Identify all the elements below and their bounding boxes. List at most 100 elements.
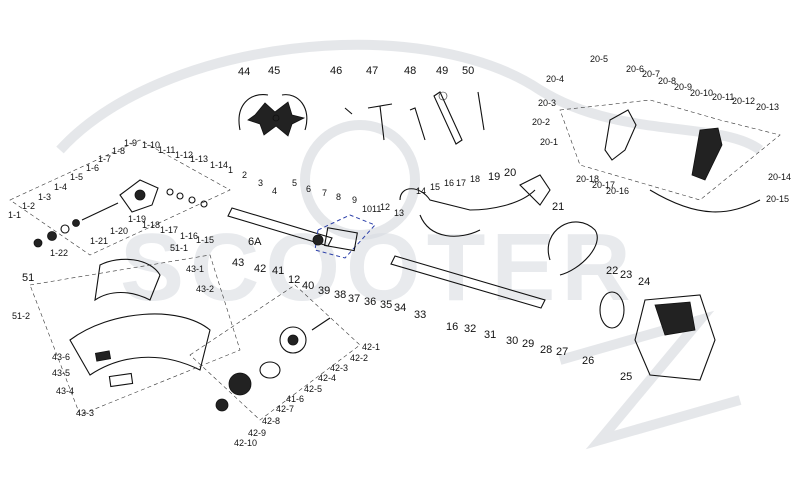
guard-extension-51 bbox=[94, 258, 161, 302]
callout-8: 8 bbox=[336, 192, 341, 202]
callout-30: 30 bbox=[506, 335, 518, 347]
accessory-guard-44 bbox=[238, 94, 308, 131]
callout-20-9: 20-9 bbox=[674, 82, 692, 92]
callout-38: 38 bbox=[334, 289, 346, 301]
callout-36: 36 bbox=[364, 296, 376, 308]
shoulder-strap-21 bbox=[547, 221, 598, 276]
callout-20-6: 20-6 bbox=[626, 64, 644, 74]
callout-20-3: 20-3 bbox=[538, 98, 556, 108]
callout-1-12: 1-12 bbox=[175, 150, 193, 160]
callout-29: 29 bbox=[522, 338, 534, 350]
watermark: SCOOTER bbox=[56, 39, 763, 450]
callout-34: 34 bbox=[394, 302, 406, 314]
engine-25 bbox=[599, 291, 716, 381]
callout-2: 2 bbox=[242, 170, 247, 180]
callout-43-4: 43-4 bbox=[56, 386, 74, 396]
callout-22: 22 bbox=[606, 265, 618, 277]
callout-50: 50 bbox=[462, 65, 474, 77]
callout-20-11: 20-11 bbox=[712, 92, 734, 102]
callout-43-1: 43-1 bbox=[186, 264, 204, 274]
callout-43-6: 43-6 bbox=[52, 352, 70, 362]
trimmer-head-42 bbox=[215, 317, 331, 412]
bike-handle bbox=[399, 174, 551, 237]
callout-42-3: 42-3 bbox=[330, 363, 348, 373]
callout-42-4: 42-4 bbox=[318, 373, 336, 383]
callout-7: 7 bbox=[322, 188, 327, 198]
callout-20-13: 20-13 bbox=[756, 102, 779, 112]
callout-51: 51 bbox=[22, 272, 34, 284]
callout-20-17: 20-17 bbox=[592, 180, 615, 190]
callout-12b: 12 bbox=[288, 274, 300, 286]
trimmer-head-group-frame bbox=[189, 284, 361, 421]
blade-45 bbox=[247, 101, 306, 137]
callout-1-17: 1-17 bbox=[160, 225, 178, 235]
callout-45: 45 bbox=[268, 65, 280, 77]
callout-1-21: 1-21 bbox=[90, 236, 108, 246]
callout-42-10: 42-10 bbox=[234, 438, 257, 448]
callout-1-20: 1-20 bbox=[110, 226, 128, 236]
callout-20-7: 20-7 bbox=[642, 69, 660, 79]
callout-20-5: 20-5 bbox=[590, 54, 608, 64]
throttle-cable bbox=[649, 189, 761, 213]
callout-9: 9 bbox=[352, 195, 357, 205]
callout-31: 31 bbox=[484, 329, 496, 341]
callout-1-4: 1-4 bbox=[54, 182, 67, 192]
callout-28: 28 bbox=[540, 344, 552, 356]
callout-42: 42 bbox=[254, 263, 266, 275]
callout-1-9: 1-9 bbox=[124, 138, 137, 148]
callout-20-1: 20-1 bbox=[540, 137, 558, 147]
callout-3: 3 bbox=[258, 178, 263, 188]
callout-20-4: 20-4 bbox=[546, 74, 564, 84]
callout-1-16: 1-16 bbox=[180, 231, 198, 241]
callout-40: 40 bbox=[302, 280, 314, 292]
callout-1-5: 1-5 bbox=[70, 172, 83, 182]
callout-20-2: 20-2 bbox=[532, 117, 550, 127]
callout-1-1: 1-1 bbox=[8, 210, 21, 220]
guard-43 bbox=[69, 313, 211, 388]
pin-46 bbox=[344, 107, 353, 115]
callout-43: 43 bbox=[232, 257, 244, 269]
clamp-parts bbox=[312, 227, 358, 252]
callout-18: 18 bbox=[470, 174, 480, 184]
callout-1-19: 1-19 bbox=[128, 214, 146, 224]
callout-17: 17 bbox=[456, 178, 466, 188]
callout-20-12: 20-12 bbox=[732, 96, 755, 106]
gearhead-group-frame bbox=[9, 139, 231, 256]
callout-23: 23 bbox=[620, 269, 632, 281]
callout-51-1: 51-1 bbox=[170, 243, 188, 253]
callout-1-13: 1-13 bbox=[190, 154, 208, 164]
callout-16b: 16 bbox=[446, 321, 458, 333]
callout-1-18: 1-18 bbox=[142, 220, 160, 230]
callout-43-3: 43-3 bbox=[76, 408, 94, 418]
callout-12a: 12 bbox=[380, 202, 390, 212]
callout-42-9: 42-9 bbox=[248, 428, 266, 438]
callout-47: 47 bbox=[366, 65, 378, 77]
callout-24: 24 bbox=[638, 276, 650, 288]
callout-1-7: 1-7 bbox=[98, 154, 111, 164]
callout-44: 44 bbox=[238, 66, 250, 78]
watermark-text: SCOOTER bbox=[120, 214, 637, 321]
callout-1-15: 1-15 bbox=[196, 235, 214, 245]
callout-20: 20 bbox=[504, 167, 516, 179]
callout-19: 19 bbox=[488, 171, 500, 183]
callout-20-8: 20-8 bbox=[658, 76, 676, 86]
callout-1-8: 1-8 bbox=[112, 146, 125, 156]
allen-key-48 bbox=[409, 107, 426, 141]
callout-46: 46 bbox=[330, 65, 342, 77]
callout-35: 35 bbox=[380, 299, 392, 311]
callout-43-2: 43-2 bbox=[196, 284, 214, 294]
callout-13: 13 bbox=[394, 208, 404, 218]
callout-48: 48 bbox=[404, 65, 416, 77]
callout-4: 4 bbox=[272, 186, 277, 196]
gearhead-parts bbox=[33, 179, 208, 248]
callout-42-8: 42-8 bbox=[262, 416, 280, 426]
callout-43-5: 43-5 bbox=[52, 368, 70, 378]
throttle-handle-20 bbox=[559, 99, 781, 201]
callout-25: 25 bbox=[620, 371, 632, 383]
callout-15: 15 bbox=[430, 182, 440, 192]
callout-39: 39 bbox=[318, 285, 330, 297]
clamp-group-frame bbox=[314, 214, 376, 259]
